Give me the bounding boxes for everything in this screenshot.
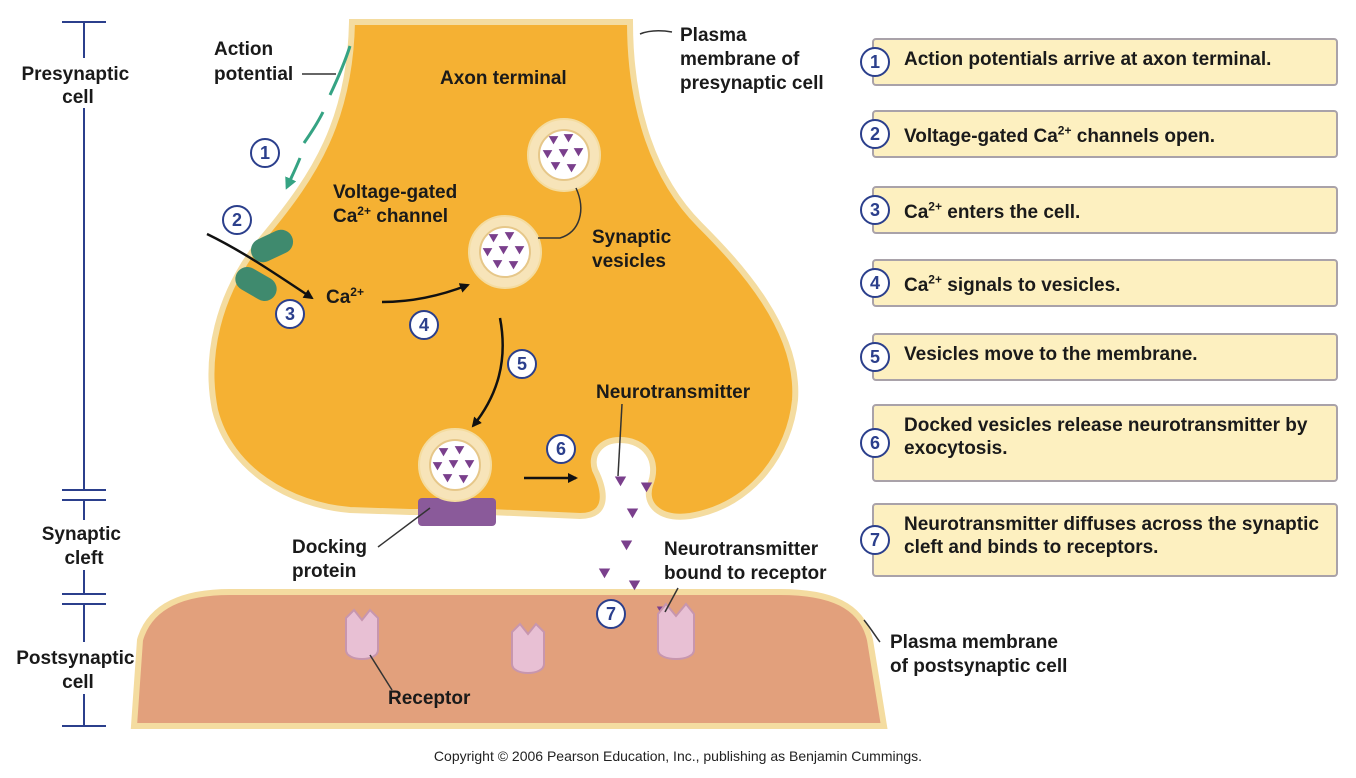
action-potential-arrow bbox=[285, 45, 352, 190]
action-potential-label: Action potential bbox=[214, 39, 293, 85]
step-7-text: Neurotransmitter diffuses across the syn… bbox=[904, 514, 1319, 558]
postsynaptic-cell bbox=[130, 589, 888, 729]
svg-text:1: 1 bbox=[260, 143, 270, 163]
step-1-text: Action potentials arrive at axon termina… bbox=[904, 49, 1272, 70]
neurotransmitter-label: Neurotransmitter bbox=[596, 382, 751, 403]
step-5: 5 Vesicles move to the membrane. bbox=[860, 333, 1338, 381]
plasma-membrane-post-label: Plasma membrane of postsynaptic cell bbox=[890, 632, 1067, 677]
step-6: 6 Docked vesicles release neurotransmitt… bbox=[860, 404, 1338, 482]
step-1-number: 1 bbox=[860, 47, 890, 77]
ca-entry-arrow bbox=[206, 232, 314, 300]
step-4-number: 4 bbox=[860, 268, 890, 298]
diagram-number-2: 2 bbox=[222, 205, 252, 235]
step-1: 1 Action potentials arrive at axon termi… bbox=[860, 38, 1338, 86]
plasma-membrane-pre-label: Plasma membrane of presynaptic cell bbox=[680, 25, 824, 94]
number-circles: 1 2 3 4 5 6 7 bbox=[222, 138, 626, 629]
synaptic-vesicles-label: Synaptic vesicles bbox=[592, 227, 676, 272]
scale-bar bbox=[62, 21, 106, 727]
vesicle-middle bbox=[468, 215, 542, 289]
vesicle-docked bbox=[418, 428, 492, 502]
diagram-number-1: 1 bbox=[250, 138, 280, 168]
diagram-number-6: 6 bbox=[546, 434, 576, 464]
step-4-text: Ca2+ signals to vesicles. bbox=[904, 273, 1121, 297]
diagram-number-5: 5 bbox=[507, 349, 537, 379]
postsynaptic-cell-label: Postsynaptic cell bbox=[16, 648, 140, 693]
step-2: 2 Voltage-gated Ca2+ channels open. bbox=[860, 110, 1338, 158]
step-3: 3 Ca2+ enters the cell. bbox=[860, 186, 1338, 234]
copyright-notice: Copyright © 2006 Pearson Education, Inc.… bbox=[433, 748, 923, 764]
step-7: 7 Neurotransmitter diffuses across the s… bbox=[860, 503, 1338, 577]
voltage-gated-label: Voltage-gated Ca2+ channel bbox=[333, 182, 463, 227]
diagram-number-7: 7 bbox=[596, 599, 626, 629]
vesicle-move-arrow bbox=[471, 317, 504, 428]
calcium-channel bbox=[235, 229, 294, 301]
leader-lines bbox=[302, 29, 881, 691]
step-3-number: 3 bbox=[860, 195, 890, 225]
diagram-number-3: 3 bbox=[275, 299, 305, 329]
svg-text:5: 5 bbox=[517, 354, 527, 374]
step-3-text: Ca2+ enters the cell. bbox=[904, 200, 1081, 224]
step-6-number: 6 bbox=[860, 428, 890, 458]
step-4: 4 Ca2+ signals to vesicles. bbox=[860, 259, 1338, 307]
synaptic-cleft-label: Synaptic cleft bbox=[42, 524, 126, 569]
receptor-label: Receptor bbox=[388, 688, 471, 709]
step-2-number: 2 bbox=[860, 119, 890, 149]
step-6-text: Docked vesicles release neurotransmitter… bbox=[904, 415, 1308, 459]
docking-protein bbox=[418, 498, 496, 526]
axon-terminal-label: Axon terminal bbox=[440, 68, 567, 89]
svg-text:6: 6 bbox=[556, 439, 566, 459]
receptor-2 bbox=[511, 622, 545, 674]
svg-text:7: 7 bbox=[606, 604, 616, 624]
vesicle-top bbox=[527, 118, 601, 192]
step-2-text: Voltage-gated Ca2+ channels open. bbox=[904, 124, 1216, 148]
nt-bound-label: Neurotransmitter bound to receptor bbox=[664, 539, 827, 584]
step-5-text: Vesicles move to the membrane. bbox=[904, 344, 1198, 365]
svg-text:3: 3 bbox=[285, 304, 295, 324]
ca-signal-arrow bbox=[381, 283, 470, 304]
receptor-3 bbox=[657, 602, 695, 660]
presynaptic-line2: cell bbox=[62, 87, 94, 108]
presynaptic-cell-label: Presynaptic cell bbox=[21, 64, 134, 108]
presynaptic-line1: Presynaptic bbox=[21, 64, 129, 85]
step-7-number: 7 bbox=[860, 525, 890, 555]
receptor-1 bbox=[345, 608, 379, 660]
diagram-number-4: 4 bbox=[409, 310, 439, 340]
docking-protein-label: Docking protein bbox=[292, 537, 372, 582]
svg-text:4: 4 bbox=[419, 315, 429, 335]
svg-text:2: 2 bbox=[232, 210, 242, 230]
process-arrows bbox=[206, 232, 578, 483]
step-5-number: 5 bbox=[860, 342, 890, 372]
